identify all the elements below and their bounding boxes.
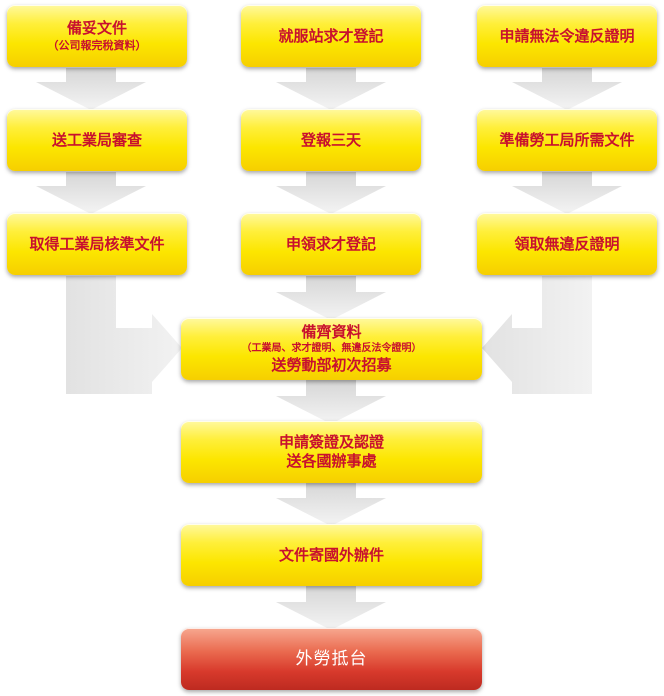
step-worker-arrival-label: 外勞抵台 <box>295 648 368 669</box>
step-worker-arrival: 外勞抵台 <box>181 628 482 690</box>
step-submit-initial-recruitment-note: （工業局、求才證明、無違反法令證明） <box>241 343 422 354</box>
arrow-left-2 <box>36 172 146 214</box>
arrow-middle-1 <box>276 68 386 110</box>
step-obtain-approval: 取得工業局核準文件 <box>7 213 187 275</box>
arrow-right-1 <box>512 68 622 110</box>
step-prepare-labor-docs-label: 準備勞工局所需文件 <box>499 130 635 149</box>
step-collect-job-registration-label: 申領求才登記 <box>285 234 376 253</box>
step-prepare-labor-docs: 準備勞工局所需文件 <box>477 109 657 171</box>
step-prepare-documents-label: 備妥文件 <box>66 19 127 37</box>
step-newspaper-ad-label: 登報三天 <box>300 130 361 149</box>
arrow-center-3 <box>276 585 386 630</box>
step-submit-initial-recruitment-title: 備齊資料 <box>301 323 362 341</box>
step-collect-job-registration: 申領求才登記 <box>241 213 421 275</box>
arrow-right-2 <box>512 172 622 214</box>
step-visa-authentication-line1: 申請簽證及認證 <box>278 433 384 451</box>
step-mail-documents-abroad-label: 文件寄國外辦件 <box>278 545 384 564</box>
arrow-center-1 <box>276 380 386 424</box>
step-newspaper-ad: 登報三天 <box>241 109 421 171</box>
step-job-registration: 就服站求才登記 <box>241 5 421 67</box>
arrow-right-elbow <box>482 276 592 394</box>
step-obtain-approval-label: 取得工業局核準文件 <box>29 234 165 253</box>
arrow-middle-3 <box>276 276 386 320</box>
step-submit-initial-recruitment: 備齊資料 （工業局、求才證明、無違反法令證明） 送勞動部初次招募 <box>181 318 482 380</box>
arrow-middle-2 <box>276 172 386 214</box>
step-job-registration-label: 就服站求才登記 <box>278 26 384 45</box>
arrow-center-2 <box>276 482 386 526</box>
step-industrial-bureau-review: 送工業局審查 <box>7 109 187 171</box>
step-submit-initial-recruitment-action: 送勞動部初次招募 <box>271 356 392 374</box>
step-collect-no-violation-cert-label: 領取無違反證明 <box>514 234 620 253</box>
step-apply-no-violation-cert: 申請無法令違反證明 <box>477 5 657 67</box>
step-prepare-documents: 備妥文件 （公司報完稅資料） <box>7 5 187 67</box>
step-collect-no-violation-cert: 領取無違反證明 <box>477 213 657 275</box>
step-visa-authentication: 申請簽證及認證 送各國辦事處 <box>181 421 482 483</box>
step-industrial-bureau-review-label: 送工業局審查 <box>51 130 142 149</box>
step-mail-documents-abroad: 文件寄國外辦件 <box>181 524 482 586</box>
arrow-left-elbow <box>66 276 182 394</box>
step-apply-no-violation-cert-label: 申請無法令違反證明 <box>499 26 635 45</box>
step-visa-authentication-line2: 送各國辦事處 <box>286 452 377 470</box>
arrow-left-1 <box>36 68 146 110</box>
step-prepare-documents-note: （公司報完稅資料） <box>47 39 147 52</box>
